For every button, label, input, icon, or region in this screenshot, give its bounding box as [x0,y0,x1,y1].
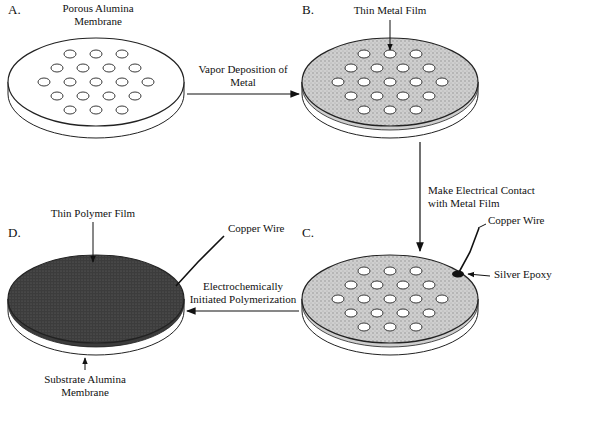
pore [129,64,141,72]
leader-arrow [85,358,86,370]
pore [358,295,370,303]
leader-line [478,224,486,228]
step-label: Make Electrical Contact with Metal Film [428,184,546,210]
pore [129,92,141,100]
pore [116,106,128,114]
membrane-disk [302,38,478,138]
disk-surface [8,38,184,126]
copper-wire [458,228,479,274]
pore [397,309,409,317]
pore [90,50,102,58]
pore [345,64,357,72]
pore [64,106,76,114]
membrane-panel: D.Thin Polymer Film [8,255,184,355]
disk-surface [302,38,478,126]
copper-wire [176,236,224,286]
step-label: Vapor Deposition of Metal [187,63,299,89]
pore [436,295,448,303]
pore [345,309,357,317]
panel-caption: Porous Alumina Membrane [48,2,148,28]
pore [436,78,448,86]
part-label: Copper Wire [488,214,578,227]
pore [371,64,383,72]
pore [410,50,422,58]
membrane-panel: B.Thin Metal Film [302,38,478,138]
pore [332,78,344,86]
pore [51,64,63,72]
membrane-panel: C. [302,255,478,355]
pore [371,92,383,100]
pore [90,106,102,114]
pore [371,281,383,289]
disk-surface [302,255,478,343]
leader-arrow [468,274,490,276]
pore [90,78,102,86]
pore [384,50,396,58]
pore [423,64,435,72]
membrane-disk [302,255,478,355]
panel-letter: A. [8,2,32,17]
membrane-panel: A.Porous Alumina Membrane [8,38,184,138]
pore [38,78,50,86]
process-arrow [419,142,420,251]
pore [103,92,115,100]
pore [332,295,344,303]
pore [371,309,383,317]
part-label: Copper Wire [228,222,318,235]
panel-caption: Thin Polymer Film [38,207,148,220]
pore [384,267,396,275]
pore [397,64,409,72]
part-label: Substrate Alumina Membrane [30,373,140,399]
part-label: Silver Epoxy [494,268,584,281]
membrane-disk [8,38,184,138]
pore [410,78,422,86]
process-arrow [187,310,299,311]
pore [410,323,422,331]
silver-epoxy-blob [452,271,464,278]
panel-letter: B. [302,2,326,17]
pore [384,323,396,331]
panel-letter: D. [8,225,32,240]
pore [423,92,435,100]
panel-caption: Thin Metal Film [340,4,440,17]
pore [410,295,422,303]
leader-arrow [93,222,94,262]
pore [397,92,409,100]
membrane-disk [8,255,184,355]
pore [384,78,396,86]
pore [423,281,435,289]
pore [358,106,370,114]
pore [358,323,370,331]
pore [358,50,370,58]
pore [384,106,396,114]
pore [103,64,115,72]
pore [423,309,435,317]
pore [397,281,409,289]
pore [77,92,89,100]
step-label: Electrochemically Initiated Polymerizati… [184,280,302,306]
pore [51,92,63,100]
pore [410,106,422,114]
process-arrow [187,93,299,94]
disk-surface [8,255,184,343]
leader-arrow [390,20,391,50]
pore [77,64,89,72]
pore [358,78,370,86]
pore [345,281,357,289]
pore [384,295,396,303]
pore [410,267,422,275]
pore [116,78,128,86]
pore [142,78,154,86]
pore [345,92,357,100]
pore [116,50,128,58]
panel-letter: C. [302,225,326,240]
pore [64,50,76,58]
pore [64,78,76,86]
pore [358,267,370,275]
